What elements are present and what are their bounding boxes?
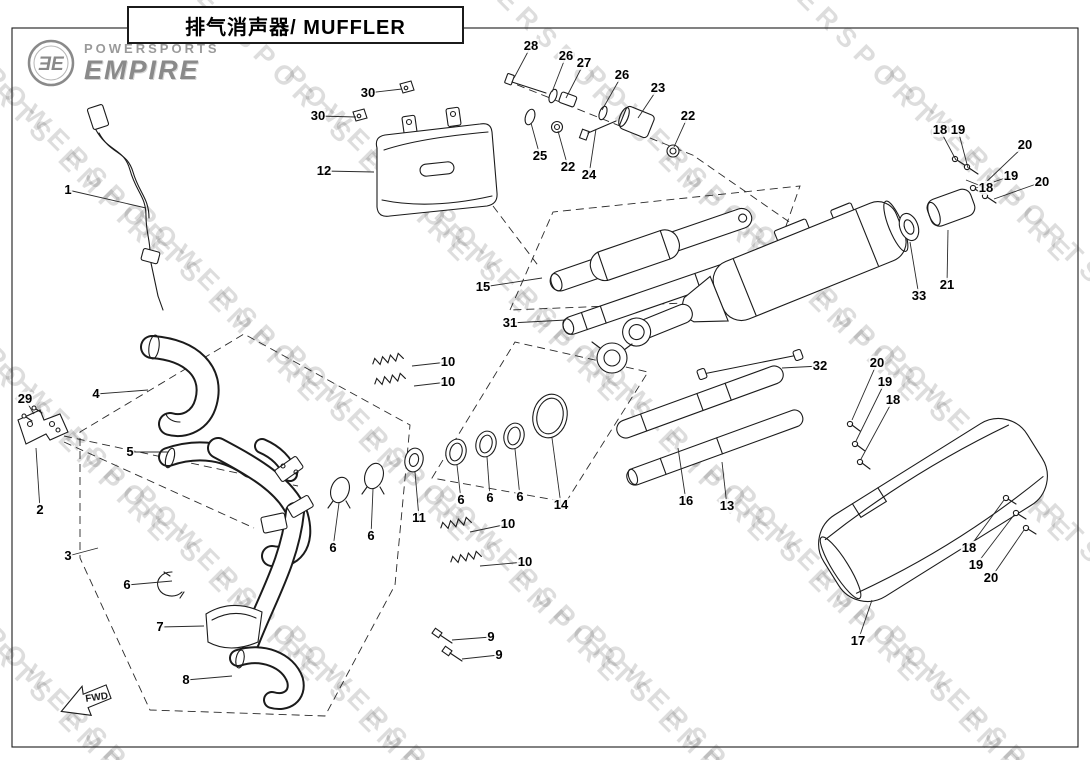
brand-monogram: ƎE (38, 54, 65, 75)
front-flange (591, 341, 633, 374)
bolts-9 (431, 627, 463, 662)
fwd-label: FWD (85, 691, 109, 705)
front-elbow-pipe-4 (140, 334, 220, 437)
lower-heat-shield (818, 418, 1048, 602)
page-frame (11, 27, 1079, 748)
gasket-ring-33 (898, 212, 920, 242)
muffler-body (622, 200, 909, 347)
shield-clips (352, 80, 415, 122)
tail-pipe-upper (616, 365, 784, 439)
shield-7 (205, 604, 263, 649)
upper-heat-shield (375, 106, 498, 217)
end-pipe-21 (926, 188, 976, 227)
page-title: 排气消声器/ MUFFLER (185, 16, 406, 39)
shield-screws-left (846, 420, 871, 470)
mount-bracket-2 (17, 405, 69, 445)
support-rod-32 (696, 348, 804, 381)
springs-10 (372, 352, 482, 564)
brand-name-bottom: EMPIRE (84, 54, 200, 85)
brand-emblem-icon: ƎE (27, 39, 75, 87)
elbow-8 (229, 646, 305, 710)
mount-fasteners (504, 73, 680, 158)
oxygen-sensor (86, 104, 164, 311)
clamps-6 (157, 462, 385, 599)
brand-logo: ƎE POWERSPORTS EMPIRE (26, 38, 220, 88)
mid-pipe-upper (549, 207, 753, 292)
fwd-arrow: FWD (60, 684, 112, 716)
callout-leader-lines (24, 45, 1043, 681)
diagram-title-box: 排气消声器/ MUFFLER (127, 6, 464, 44)
gasket-rings (404, 393, 568, 473)
tail-pipe-lower (626, 409, 804, 486)
brand-name-top: POWERSPORTS (84, 41, 220, 56)
shield-screws-right (1002, 494, 1037, 535)
